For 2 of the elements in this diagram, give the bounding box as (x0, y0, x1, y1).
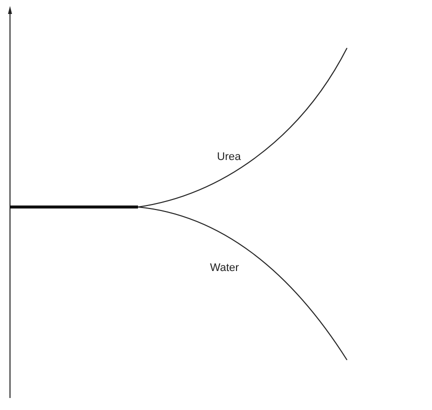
region-label: Water (210, 262, 239, 274)
region-label: Urea (217, 151, 241, 163)
